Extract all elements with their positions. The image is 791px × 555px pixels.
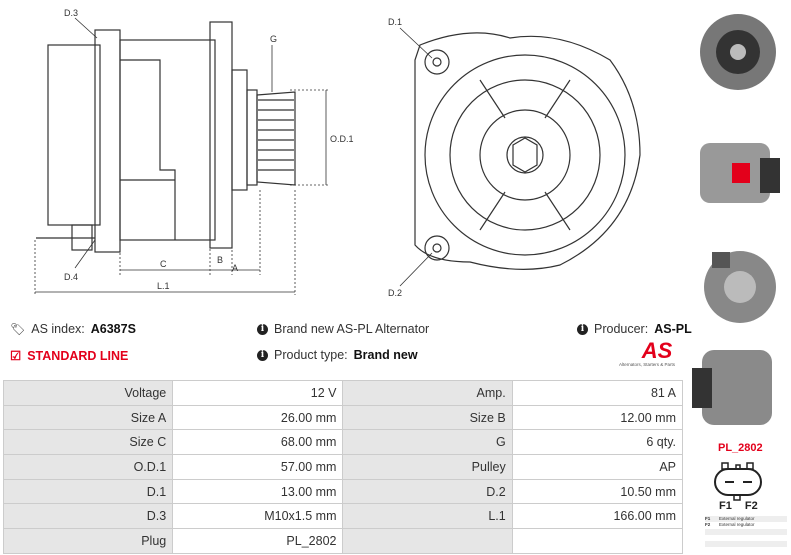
plug-pins: F1 F2	[719, 500, 758, 512]
alternator-side-drawing: D.3 G O.D.1 D.4 C B A L.1 D.1 D.2	[34, 8, 641, 298]
spec-label: D.3	[2, 503, 174, 530]
spec-value: 26.00 mm	[172, 404, 344, 431]
label-od1: O.D.1	[330, 134, 354, 144]
alternator-front-drawing	[414, 32, 641, 270]
spec-label: Size C	[2, 429, 174, 456]
spec-label	[342, 528, 513, 554]
spec-value: 81 A	[511, 380, 684, 406]
spec-label: L.1	[342, 503, 513, 530]
spec-value: 12 V	[172, 380, 344, 406]
label-d3: D.3	[64, 8, 78, 18]
label-g: G	[270, 34, 277, 44]
plug-connector-icon	[714, 462, 762, 501]
product-photo-rear[interactable]	[692, 232, 784, 327]
spec-label: Size A	[2, 404, 174, 431]
label-d1: D.1	[388, 17, 402, 27]
spec-value: 57.00 mm	[172, 454, 344, 480]
spec-label: Amp.	[342, 380, 513, 406]
spec-label: D.2	[342, 478, 513, 505]
tag-icon: 🏷	[10, 322, 26, 336]
info-icon: i	[577, 323, 588, 335]
spec-value: 12.00 mm	[511, 404, 684, 431]
product-photo-side[interactable]	[692, 118, 784, 213]
spec-label: Voltage	[2, 380, 174, 406]
spec-value: 166.00 mm	[511, 503, 684, 530]
label-d4: D.4	[64, 272, 78, 282]
label-l1: L.1	[157, 281, 170, 291]
spec-label: O.D.1	[2, 454, 174, 480]
as-index: 🏷 AS index:A6387S	[10, 322, 136, 336]
spec-value: 13.00 mm	[172, 478, 344, 505]
spec-label: Plug	[2, 528, 174, 554]
product-photo-angle[interactable]	[692, 340, 784, 435]
label-d2: D.2	[388, 288, 402, 298]
spec-label: Pulley	[342, 454, 513, 480]
info-icon: i	[257, 349, 268, 361]
plug-code: PL_2802	[718, 442, 763, 454]
spec-value: 68.00 mm	[172, 429, 344, 456]
standard-line: ☑STANDARD LINE	[10, 348, 129, 364]
spec-value	[511, 528, 684, 554]
product-photo-front[interactable]	[692, 2, 784, 97]
spec-label: D.1	[2, 478, 174, 505]
label-b: B	[217, 255, 223, 265]
checkbox-icon: ☑	[10, 349, 22, 363]
spec-label: G	[342, 429, 513, 456]
info-icon: i	[257, 323, 268, 335]
spec-value: 6 qty.	[511, 429, 684, 456]
spec-value: M10x1.5 mm	[172, 503, 344, 530]
spec-value: PL_2802	[172, 528, 344, 554]
label-c: C	[160, 259, 167, 269]
spec-value: AP	[511, 454, 684, 480]
spec-value: 10.50 mm	[511, 478, 684, 505]
as-logo: AS Alternators, Starters & Parts	[618, 338, 676, 368]
spec-label: Size B	[342, 404, 513, 431]
label-a: A	[232, 263, 238, 273]
